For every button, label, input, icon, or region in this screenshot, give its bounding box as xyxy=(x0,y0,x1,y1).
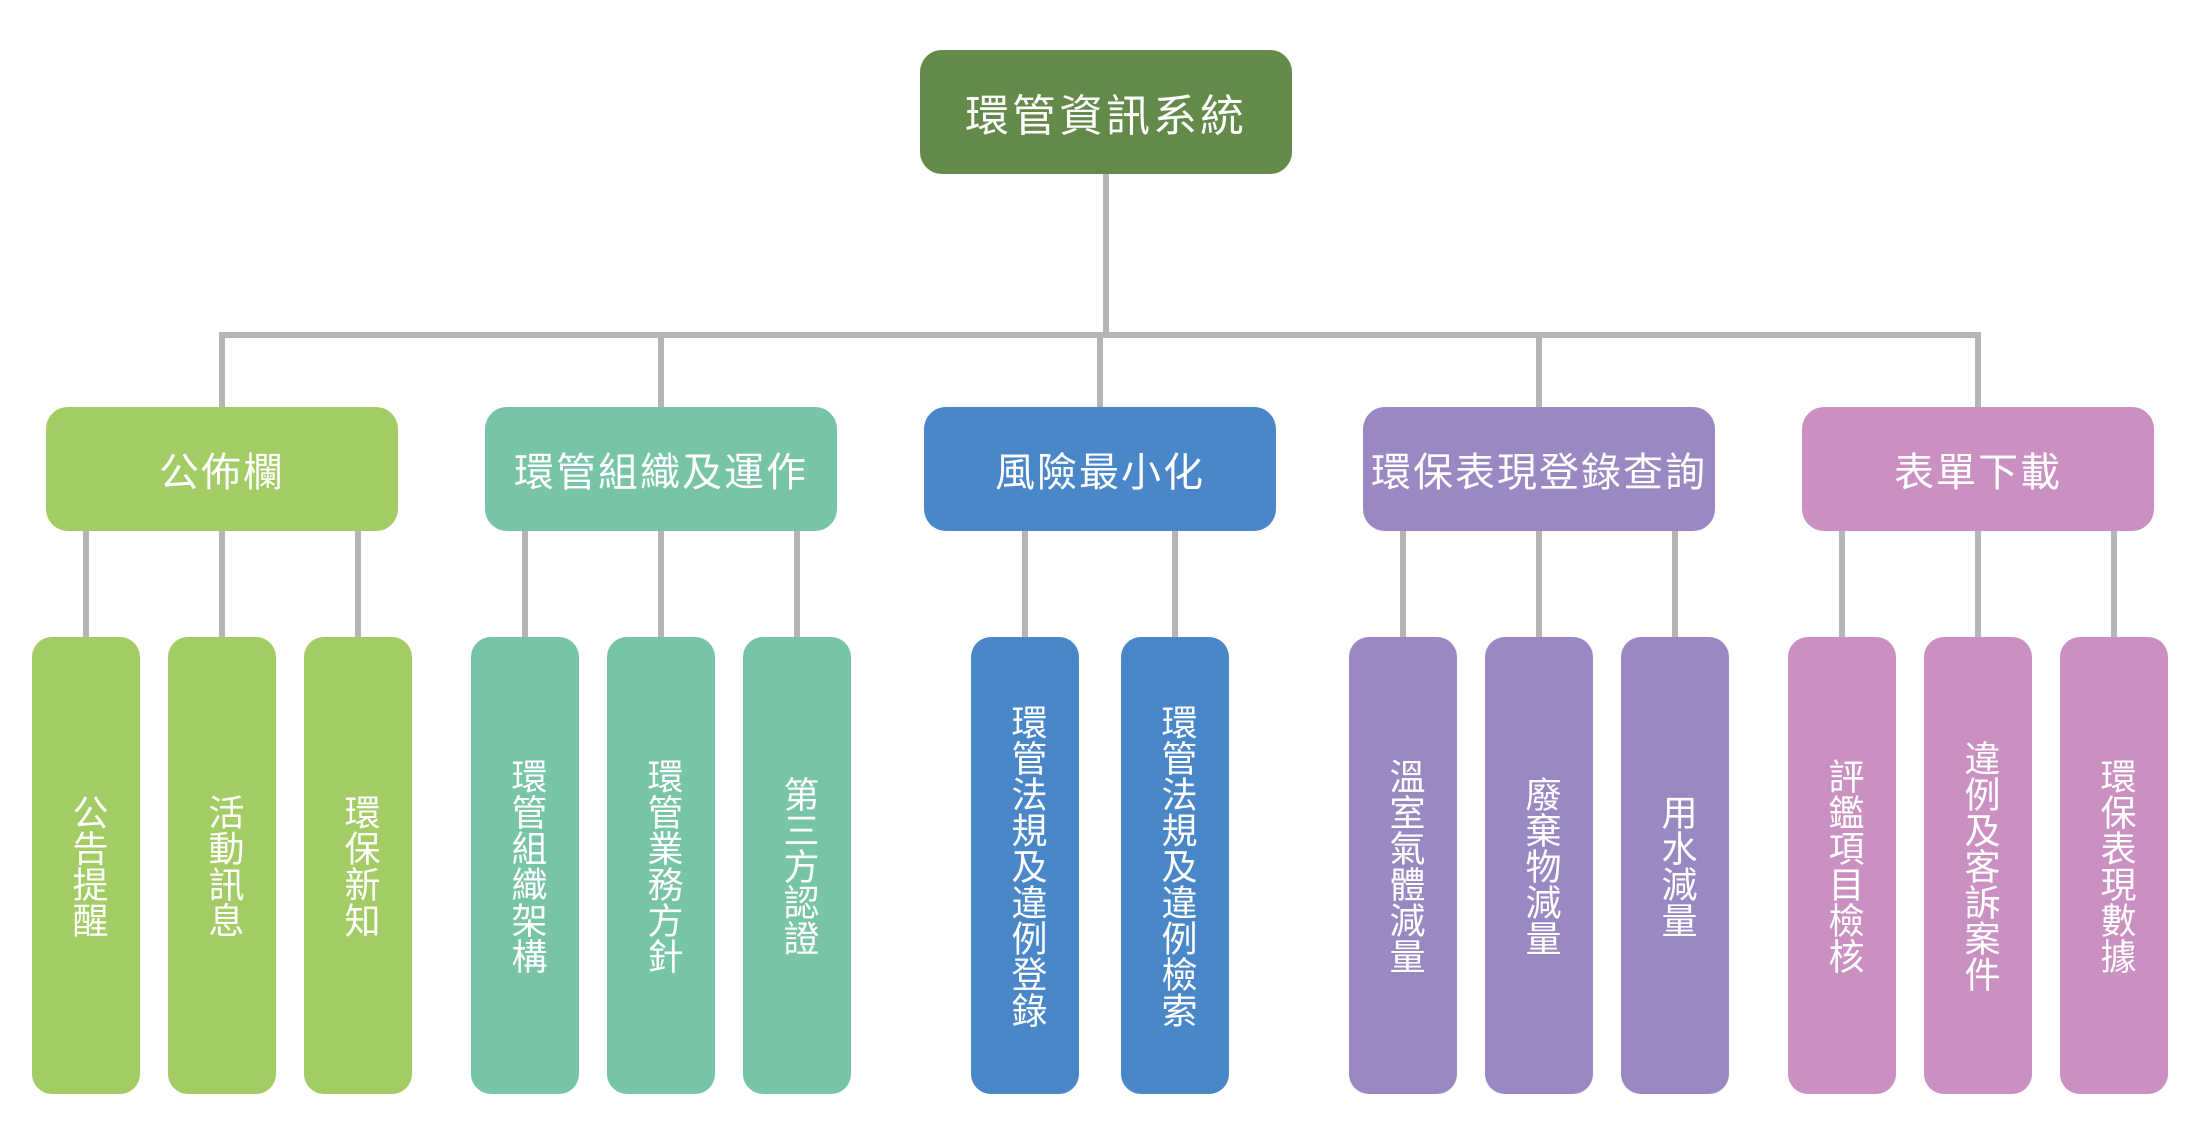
leaf-node-4-3: 用水減量 xyxy=(1621,637,1729,1094)
leaf-node-2-3: 第三方認證 xyxy=(743,637,851,1094)
leaf-node-5-3: 環保表現數據 xyxy=(2060,637,2168,1094)
root-node: 環管資訊系統 xyxy=(920,50,1292,174)
leaf-node-3-2: 環管法規及違例檢索 xyxy=(1121,637,1229,1094)
category-node-2: 環管組織及運作 xyxy=(485,407,837,531)
category-node-5: 表單下載 xyxy=(1802,407,2154,531)
category-node-4: 環保表現登錄查詢 xyxy=(1363,407,1715,531)
category-node-3: 風險最小化 xyxy=(924,407,1276,531)
leaf-node-5-1: 評鑑項目檢核 xyxy=(1788,637,1896,1094)
leaf-node-4-1: 溫室氣體減量 xyxy=(1349,637,1457,1094)
leaf-node-2-2: 環管業務方針 xyxy=(607,637,715,1094)
leaf-node-4-2: 廢棄物減量 xyxy=(1485,637,1593,1094)
leaf-node-2-1: 環管組織架構 xyxy=(471,637,579,1094)
category-node-1: 公佈欄 xyxy=(46,407,398,531)
leaf-node-1-2: 活動訊息 xyxy=(168,637,276,1094)
leaf-node-1-1: 公告提醒 xyxy=(32,637,140,1094)
leaf-node-1-3: 環保新知 xyxy=(304,637,412,1094)
leaf-node-5-2: 違例及客訴案件 xyxy=(1924,637,2032,1094)
leaf-node-3-1: 環管法規及違例登錄 xyxy=(971,637,1079,1094)
